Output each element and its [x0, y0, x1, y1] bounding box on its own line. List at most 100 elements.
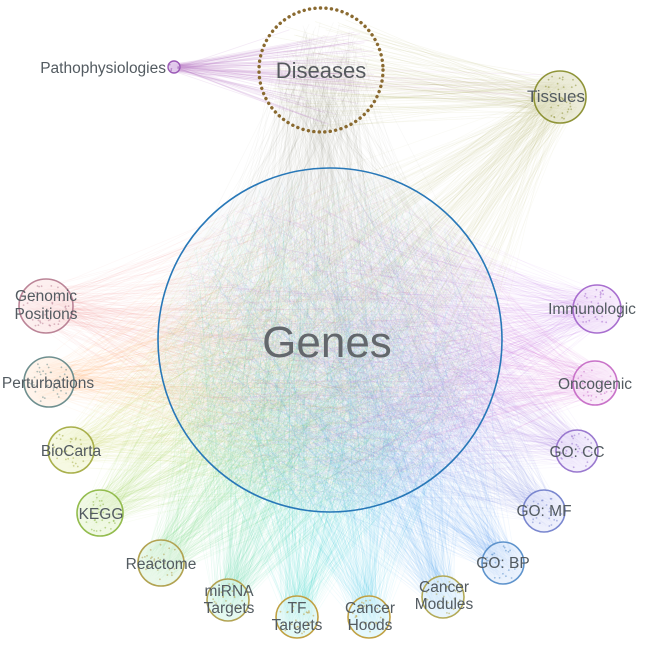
member-dot [215, 602, 218, 605]
label-perturbations: Perturbations [2, 375, 94, 392]
node-genomic-positions[interactable] [18, 278, 74, 334]
member-dot [33, 384, 35, 386]
member-dot [52, 382, 55, 385]
member-dot [83, 448, 85, 451]
member-dot [435, 593, 438, 595]
member-dot [510, 577, 513, 579]
node-immunologic[interactable] [572, 284, 622, 334]
member-dot [36, 285, 39, 287]
node-ring [481, 541, 525, 585]
member-dot [566, 111, 569, 113]
member-dot [583, 370, 585, 373]
member-dot [589, 380, 592, 383]
member-dot [58, 309, 61, 312]
member-dot [177, 67, 180, 70]
member-dot [67, 305, 70, 307]
member-dot [294, 626, 297, 629]
member-dot [530, 505, 532, 507]
node-diseases[interactable] [257, 6, 385, 134]
member-dot [159, 558, 162, 561]
edges-go-bp-to-genes [168, 177, 520, 580]
node-cancer-hoods[interactable] [347, 595, 391, 639]
node-fill [158, 168, 502, 512]
member-dot [602, 380, 605, 383]
member-dot [596, 318, 598, 320]
member-dot [52, 450, 54, 453]
member-dot [85, 521, 88, 523]
node-tf-targets[interactable] [275, 595, 319, 639]
member-dot [22, 304, 25, 306]
member-dot [52, 389, 55, 392]
member-dot [442, 582, 445, 585]
member-dot [309, 621, 312, 624]
node-ring [18, 278, 74, 334]
node-underlay [207, 579, 249, 621]
node-perturbations[interactable] [23, 356, 75, 408]
node-mirna-targets[interactable] [206, 578, 250, 622]
member-dot [549, 507, 551, 510]
edges-cancer-hoods-to-genes [185, 176, 497, 634]
member-dot [586, 391, 589, 393]
member-dot [159, 578, 161, 581]
member-dot [306, 611, 309, 614]
member-dot [609, 375, 612, 378]
member-dot [34, 291, 37, 294]
member-dot [80, 443, 82, 446]
member-dot [74, 438, 77, 441]
node-go-mf[interactable] [522, 489, 566, 533]
member-dot [599, 296, 602, 299]
node-pathophysiologies[interactable] [167, 60, 181, 74]
member-dot [58, 293, 61, 296]
member-dot [229, 602, 232, 605]
member-dot [577, 95, 579, 97]
member-dot [97, 508, 100, 511]
member-dot [485, 559, 488, 562]
member-dot [563, 117, 565, 120]
member-dot [590, 395, 593, 397]
member-dot [442, 595, 445, 598]
member-dot [307, 627, 309, 629]
member-dot [303, 613, 305, 616]
member-dot [586, 296, 588, 299]
node-go-bp[interactable] [481, 541, 525, 585]
node-kegg[interactable] [76, 489, 124, 537]
member-dot [587, 438, 589, 441]
member-dot [295, 619, 297, 622]
member-dot [578, 447, 581, 450]
member-dot [164, 562, 166, 564]
member-dot [39, 400, 42, 402]
node-biocarta[interactable] [47, 426, 95, 474]
member-dot [60, 366, 63, 369]
member-dot [38, 285, 40, 288]
node-tissues[interactable] [533, 70, 587, 124]
node-go-cc[interactable] [555, 429, 599, 473]
member-dot [577, 315, 580, 318]
member-dot [365, 599, 367, 602]
member-dot [560, 513, 563, 515]
member-dot [72, 457, 75, 459]
member-dot [600, 292, 602, 295]
node-genes[interactable] [157, 167, 503, 513]
node-reactome[interactable] [137, 539, 185, 587]
member-dot [67, 380, 70, 382]
member-dot [369, 630, 371, 633]
member-dot [488, 562, 491, 565]
member-dot [549, 91, 551, 93]
member-dot [44, 313, 47, 316]
member-dot [95, 496, 98, 499]
member-dot [225, 600, 227, 602]
edges-tf-targets-to-genes [163, 182, 478, 634]
node-fill [534, 71, 586, 123]
member-dot [580, 311, 582, 314]
member-dot [292, 609, 294, 612]
node-oncogenic[interactable] [572, 360, 618, 406]
member-dot [564, 452, 567, 455]
member-dot [55, 387, 58, 390]
edge-bundles [26, 13, 616, 634]
member-dot [594, 316, 597, 318]
member-dot [505, 575, 507, 578]
member-dot [560, 452, 563, 454]
member-dot [42, 396, 44, 399]
node-cancer-modules[interactable] [421, 575, 465, 619]
